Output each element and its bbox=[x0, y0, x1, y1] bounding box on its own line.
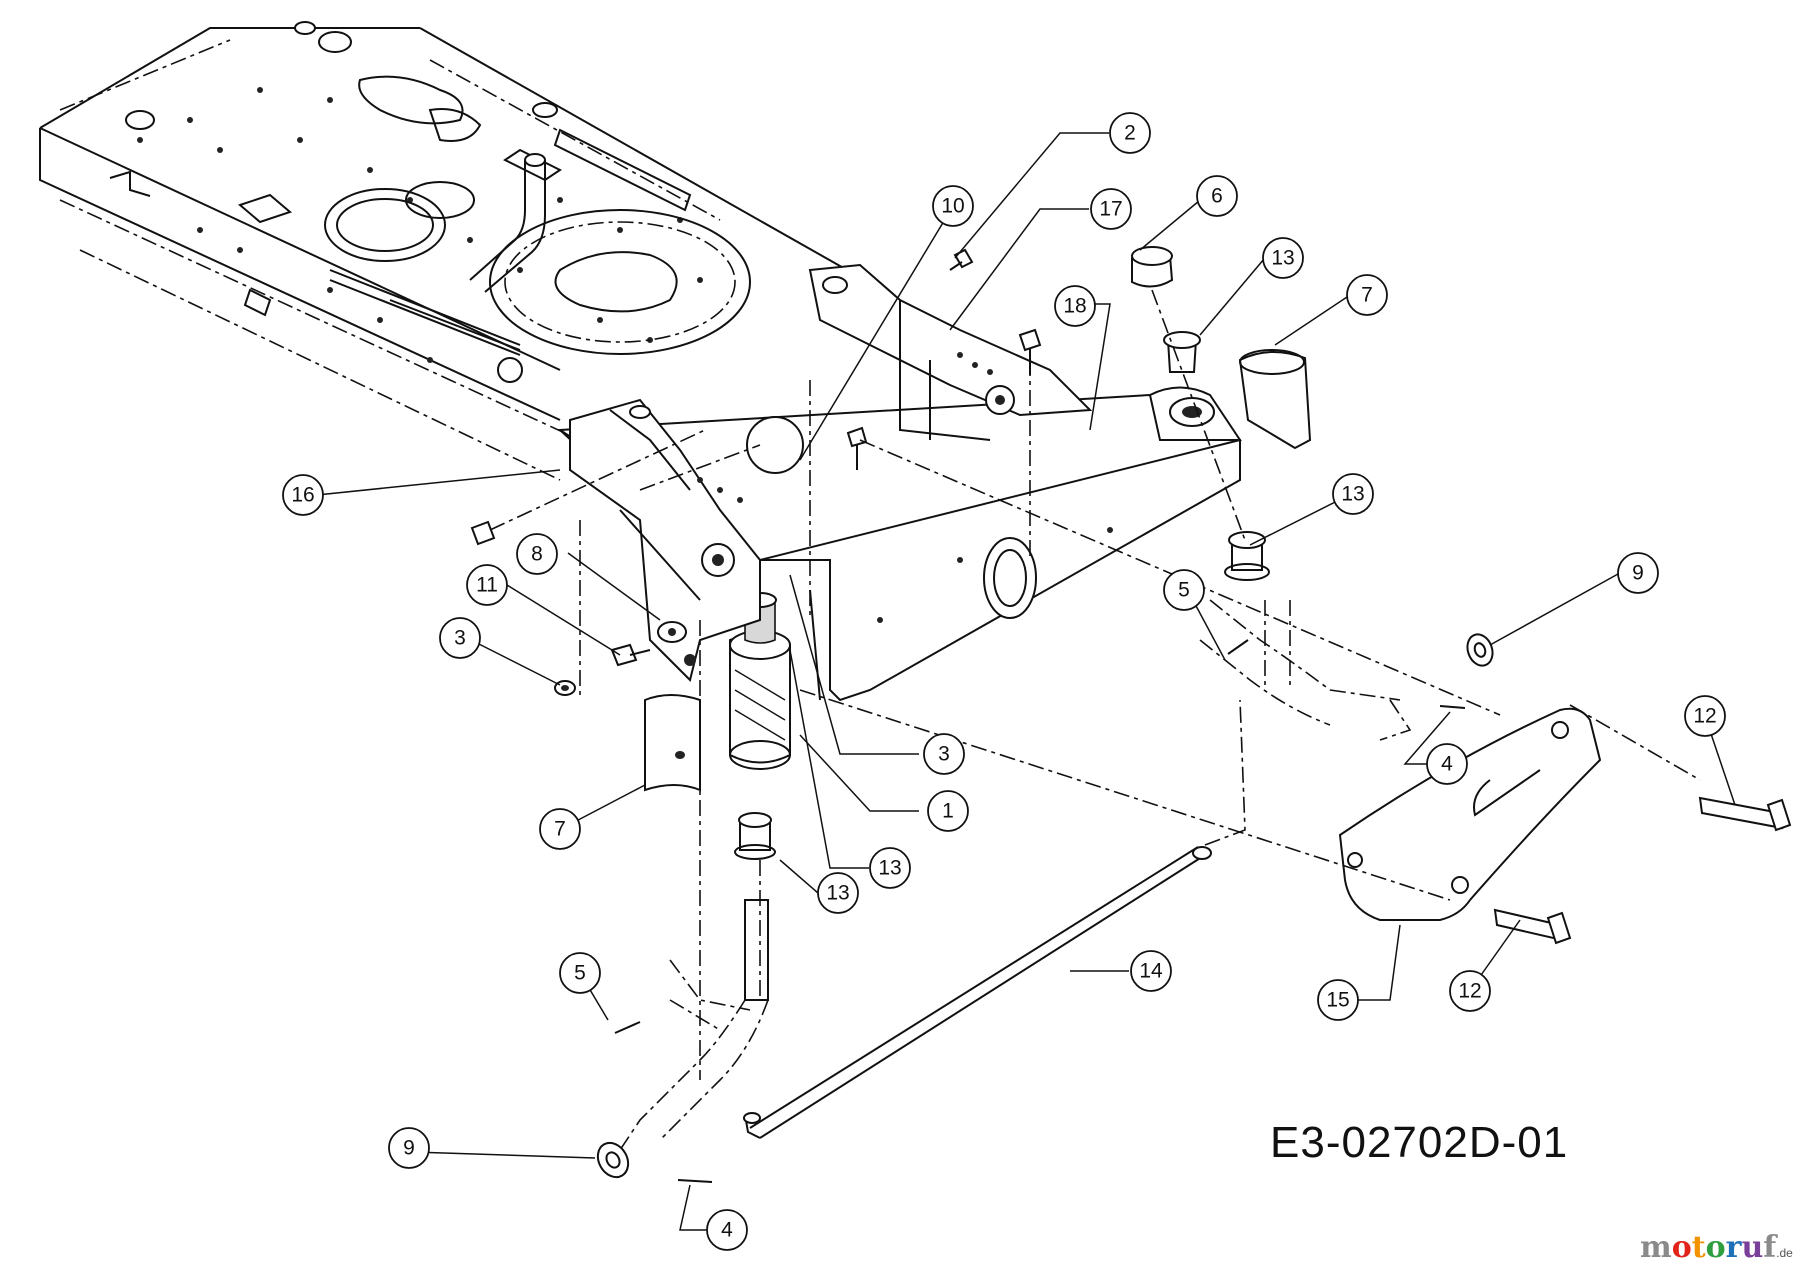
svg-text:14: 14 bbox=[1139, 960, 1163, 983]
brand-letter: o bbox=[1705, 1230, 1726, 1265]
callout-7: 7 bbox=[1346, 274, 1388, 316]
svg-text:15: 15 bbox=[1326, 989, 1349, 1012]
callout-4: 4 bbox=[1426, 743, 1468, 785]
svg-text:13: 13 bbox=[1341, 483, 1364, 506]
brand-letter: r bbox=[1725, 1230, 1742, 1265]
callout-13: 13 bbox=[869, 847, 911, 889]
callout-10: 10 bbox=[932, 185, 974, 227]
svg-text:10: 10 bbox=[941, 195, 964, 218]
brand-letter: o bbox=[1671, 1230, 1692, 1265]
callout-13: 13 bbox=[1332, 473, 1374, 515]
covers bbox=[644, 349, 1312, 792]
svg-text:18: 18 bbox=[1063, 295, 1086, 318]
callout-14: 14 bbox=[1130, 950, 1172, 992]
callout-9: 9 bbox=[1617, 552, 1659, 594]
svg-text:8: 8 bbox=[531, 543, 543, 566]
svg-text:9: 9 bbox=[403, 1137, 415, 1160]
reference-lines bbox=[489, 289, 1701, 1080]
steering-plate bbox=[1338, 707, 1602, 921]
svg-text:7: 7 bbox=[554, 818, 566, 841]
callout-7: 7 bbox=[539, 808, 581, 850]
brand-letter: u bbox=[1741, 1230, 1764, 1265]
svg-text:16: 16 bbox=[291, 484, 314, 507]
callout-12: 12 bbox=[1449, 970, 1491, 1012]
callouts: 1 2 3 3 4 4 5 5 6 7 7 8 9 9 10 11 12 12 … bbox=[282, 112, 1726, 1251]
brand-letter: m bbox=[1640, 1230, 1672, 1265]
left-bracket bbox=[569, 398, 761, 682]
right-bracket bbox=[808, 263, 1093, 441]
bushings bbox=[734, 331, 1270, 860]
callout-16: 16 bbox=[282, 474, 324, 516]
left-pivot-housing bbox=[729, 592, 791, 770]
svg-text:1: 1 bbox=[942, 800, 954, 823]
callout-3: 3 bbox=[439, 617, 481, 659]
drawing-code: E3-02702D-01 bbox=[1270, 1118, 1569, 1167]
callout-13: 13 bbox=[817, 872, 859, 914]
svg-text:4: 4 bbox=[1441, 753, 1453, 776]
callout-6: 6 bbox=[1196, 175, 1238, 217]
callout-5: 5 bbox=[559, 952, 601, 994]
washers-pins bbox=[596, 633, 1494, 1183]
callout-2: 2 bbox=[1109, 112, 1151, 154]
callout-5: 5 bbox=[1163, 569, 1205, 611]
svg-text:2: 2 bbox=[1124, 122, 1136, 145]
callout-leaders bbox=[316, 132, 1736, 1231]
brand-letter: f bbox=[1763, 1230, 1777, 1265]
tie-rod bbox=[743, 846, 1212, 1139]
callout-12: 12 bbox=[1684, 695, 1726, 737]
svg-text:13: 13 bbox=[1271, 247, 1294, 270]
callout-15: 15 bbox=[1317, 979, 1359, 1021]
svg-text:3: 3 bbox=[938, 743, 950, 766]
callout-13: 13 bbox=[1262, 237, 1304, 279]
svg-text:3: 3 bbox=[454, 627, 466, 650]
brand-logo[interactable]: motoruf.de bbox=[1640, 1230, 1793, 1265]
spindles bbox=[619, 599, 1412, 1151]
svg-text:11: 11 bbox=[476, 574, 498, 597]
svg-text:6: 6 bbox=[1211, 185, 1223, 208]
brand-letter: t bbox=[1691, 1230, 1706, 1265]
svg-text:13: 13 bbox=[878, 857, 901, 880]
svg-text:5: 5 bbox=[574, 962, 586, 985]
callout-4: 4 bbox=[706, 1209, 748, 1251]
svg-text:13: 13 bbox=[826, 882, 849, 905]
callout-9: 9 bbox=[388, 1127, 430, 1169]
hardware bbox=[470, 246, 1174, 696]
svg-text:5: 5 bbox=[1178, 579, 1190, 602]
callout-17: 17 bbox=[1090, 188, 1132, 230]
svg-text:7: 7 bbox=[1361, 284, 1373, 307]
callout-1: 1 bbox=[927, 790, 969, 832]
svg-text:12: 12 bbox=[1458, 980, 1481, 1003]
svg-text:12: 12 bbox=[1693, 705, 1716, 728]
svg-text:17: 17 bbox=[1099, 198, 1122, 221]
brand-suffix: .de bbox=[1776, 1246, 1793, 1260]
callout-18: 18 bbox=[1054, 285, 1096, 327]
svg-text:4: 4 bbox=[721, 1219, 733, 1242]
frame-deck-plate bbox=[39, 21, 901, 481]
bolts-12 bbox=[1493, 796, 1792, 945]
callout-3: 3 bbox=[923, 733, 965, 775]
svg-text:9: 9 bbox=[1632, 562, 1644, 585]
callout-11: 11 bbox=[466, 564, 508, 606]
callout-8: 8 bbox=[516, 533, 558, 575]
